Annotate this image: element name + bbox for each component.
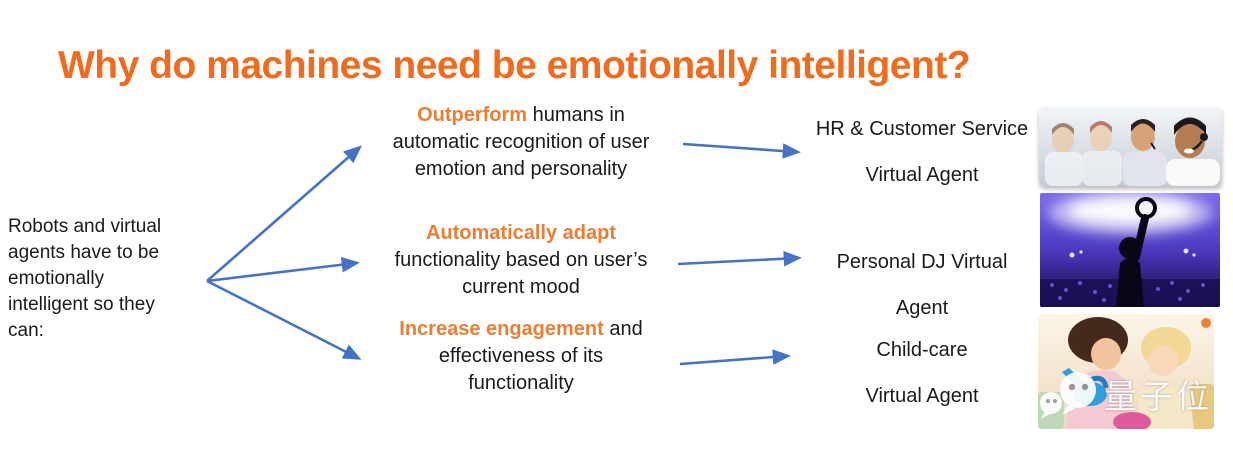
capability-line: current mood (462, 276, 580, 298)
intro-text: Robots and virtual agents have to be emo… (8, 214, 198, 344)
capability-line: Increase engagement and (399, 318, 643, 340)
application-line: Agent (895, 297, 949, 319)
link-arrow-top (682, 142, 801, 159)
fan-arrow-top (206, 145, 362, 282)
capability-line: automatic recognition of user (392, 131, 650, 153)
intro-line: intelligent so they (8, 294, 155, 315)
application-line: Virtual Agent (865, 385, 979, 407)
capability-line: emotion and personality (414, 158, 628, 180)
fan-arrow-bottom (206, 279, 362, 360)
capability-adapt: Automatically adapt functionality based … (356, 220, 686, 301)
intro-line: agents have to be (8, 242, 160, 263)
customer-service-team-photo (1039, 107, 1222, 186)
link-arrow-middle (677, 250, 802, 267)
application-line: Child-care (876, 339, 968, 361)
link-arrow-bottom (679, 349, 791, 366)
dj-concert-photo (1040, 193, 1220, 307)
wechat-bubbles-icon (1040, 372, 1096, 419)
intro-line: emotionally (8, 268, 105, 289)
capability-engagement: Increase engagement and effectiveness of… (356, 316, 686, 397)
capability-line: functionality based on user’s (394, 249, 648, 271)
capability-line: Outperform humans in (417, 104, 625, 126)
application-line: Personal DJ Virtual (836, 251, 1008, 273)
watermark-text: 量子位 (1104, 378, 1212, 415)
capability-line: Automatically adapt (425, 222, 617, 244)
capability-line: effectiveness of its (438, 345, 604, 367)
application-personal-dj: Personal DJ Virtual Agent (790, 239, 1054, 331)
capability-line: functionality (468, 372, 574, 394)
intro-line: Robots and virtual (8, 216, 162, 237)
application-child-care: Child-care Virtual Agent (790, 327, 1054, 419)
fan-arrow-middle (206, 256, 360, 283)
application-line: Virtual Agent (865, 164, 979, 186)
slide-title: Why do machines need be emotionally inte… (58, 44, 971, 87)
intro-line: can: (8, 320, 44, 341)
capability-outperform: Outperform humans in automatic recogniti… (356, 102, 686, 183)
watermark: 量子位 (1038, 366, 1214, 422)
application-hr-customer-service: HR & Customer Service Virtual Agent (790, 106, 1054, 198)
application-line: HR & Customer Service (815, 118, 1029, 140)
